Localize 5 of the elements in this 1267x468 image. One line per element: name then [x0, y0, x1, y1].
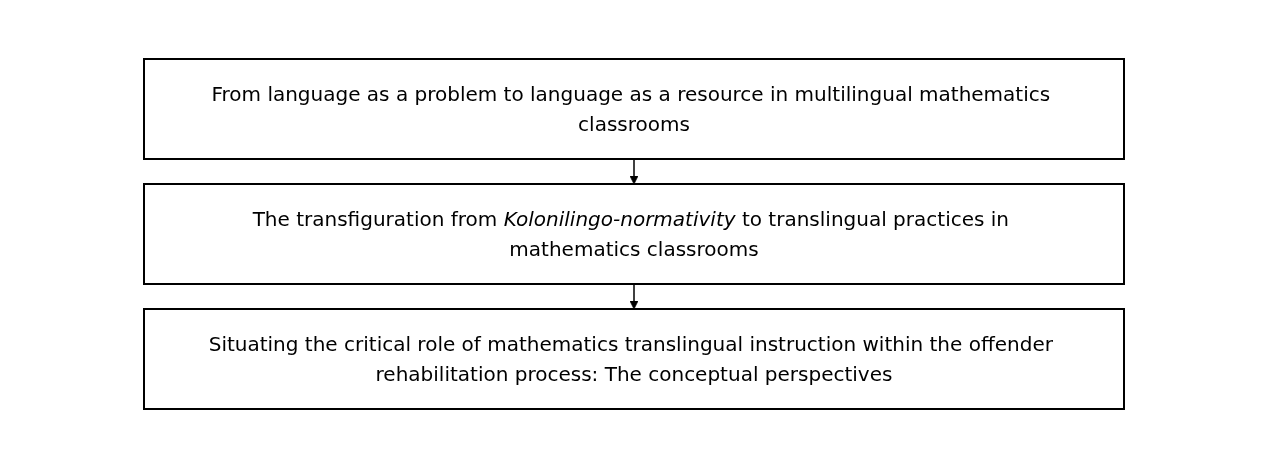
node-box: Situating the critical role of mathematics translingual instruction within the offender rehabilitation process: The conceptual perspectives: [142, 308, 1125, 410]
node-box: From language as a problem to language as a resource in multilingual mathematics classrooms: [142, 58, 1125, 160]
node-box: The transfiguration from Kolonilingo-normativity to translingual practices in mathematics classrooms: [142, 183, 1125, 285]
arrow: [629, 283, 638, 310]
arrow: [629, 158, 638, 185]
